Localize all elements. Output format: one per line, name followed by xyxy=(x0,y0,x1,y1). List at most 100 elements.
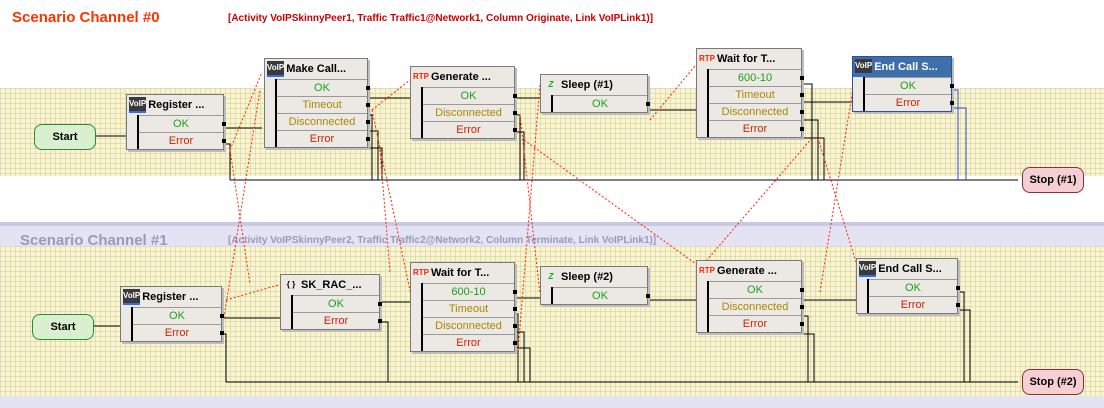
block-outputs: OK Disconnected Error xyxy=(707,281,804,332)
block-title: Make Call... xyxy=(286,63,347,75)
output-disconnected[interactable]: Disconnected xyxy=(277,113,370,130)
output-timeout[interactable]: Timeout xyxy=(709,86,804,103)
output-error[interactable]: Error xyxy=(423,334,517,351)
stop-node-channel-1[interactable]: Stop (#2) xyxy=(1022,369,1084,395)
output-disconnected[interactable]: Disconnected xyxy=(423,317,517,334)
block-header: RTP Wait for T... xyxy=(411,263,514,283)
block-title: Wait for T... xyxy=(717,53,776,65)
block-make-call-ch0[interactable]: VoIP Make Call... OK Timeout Disconnecte… xyxy=(264,58,370,148)
block-end-call-ch0[interactable]: VoIP End Call S... OK Error xyxy=(852,56,954,112)
block-sleep-ch1[interactable]: Z Sleep (#2) OK xyxy=(540,266,650,305)
block-header: Z Sleep (#1) xyxy=(541,75,647,95)
output-error[interactable]: Error xyxy=(423,121,517,138)
output-600-10[interactable]: 600-10 xyxy=(423,283,517,300)
block-outputs: OK xyxy=(551,287,650,304)
block-title: Wait for T... xyxy=(431,267,490,279)
output-error[interactable]: Error xyxy=(709,315,804,332)
block-outputs: OK Error xyxy=(863,77,954,111)
output-error[interactable]: Error xyxy=(133,324,224,341)
block-header: RTP Generate ... xyxy=(697,261,801,281)
output-disconnected[interactable]: Disconnected xyxy=(709,298,804,315)
output-timeout[interactable]: Timeout xyxy=(423,300,517,317)
block-header: VoIP End Call S... xyxy=(853,57,951,77)
output-ok[interactable]: OK xyxy=(139,115,226,132)
channel-1-title: Scenario Channel #1 xyxy=(20,232,168,249)
block-outputs: OK Error xyxy=(291,295,382,329)
sleep-icon: Z xyxy=(548,80,554,89)
block-title: Sleep (#2) xyxy=(561,271,613,283)
voip-icon: VoIP xyxy=(267,61,285,77)
block-title: Register ... xyxy=(142,291,199,303)
block-title: End Call S... xyxy=(874,61,938,73)
block-generate-ch1[interactable]: RTP Generate ... OK Disconnected Error xyxy=(696,260,804,333)
voip-icon: VoIP xyxy=(123,289,141,305)
block-outputs: 600-10 Timeout Disconnected Error xyxy=(707,69,804,137)
block-outputs: OK Timeout Disconnected Error xyxy=(275,79,370,147)
block-end-call-ch1[interactable]: VoIP End Call S... OK Error xyxy=(856,258,960,314)
output-600-10[interactable]: 600-10 xyxy=(709,69,804,86)
block-title: Generate ... xyxy=(431,71,491,83)
block-title: Register ... xyxy=(148,99,205,111)
block-sk-rac-ch1[interactable]: { } SK_RAC_... OK Error xyxy=(280,274,382,330)
block-outputs: 600-10 Timeout Disconnected Error xyxy=(421,283,517,351)
block-title: End Call S... xyxy=(878,263,942,275)
output-timeout[interactable]: Timeout xyxy=(277,96,370,113)
block-outputs: OK Error xyxy=(867,279,960,313)
channel-1-info: [Activity VoIPSkinnyPeer2, Traffic Traff… xyxy=(228,235,657,246)
output-disconnected[interactable]: Disconnected xyxy=(709,103,804,120)
stop-node-channel-0[interactable]: Stop (#1) xyxy=(1022,167,1084,193)
output-error[interactable]: Error xyxy=(293,312,382,329)
block-header: VoIP End Call S... xyxy=(857,259,957,279)
script-icon: { } xyxy=(286,280,296,289)
sleep-icon: Z xyxy=(548,272,554,281)
output-ok[interactable]: OK xyxy=(869,279,960,296)
output-error[interactable]: Error xyxy=(869,296,960,313)
output-disconnected[interactable]: Disconnected xyxy=(423,104,517,121)
rtp-icon: RTP xyxy=(413,72,429,81)
output-error[interactable]: Error xyxy=(277,130,370,147)
block-header: VoIP Make Call... xyxy=(265,59,367,79)
voip-icon: VoIP xyxy=(129,97,147,113)
block-header: Z Sleep (#2) xyxy=(541,267,647,287)
output-error[interactable]: Error xyxy=(865,94,954,111)
rtp-icon: RTP xyxy=(699,54,715,63)
block-title: SK_RAC_... xyxy=(301,279,362,291)
block-register-ch0[interactable]: VoIP Register ... OK Error xyxy=(126,94,226,150)
output-ok[interactable]: OK xyxy=(553,95,650,112)
channel-divider xyxy=(0,222,1104,226)
block-register-ch1[interactable]: VoIP Register ... OK Error xyxy=(120,286,224,342)
output-error[interactable]: Error xyxy=(709,120,804,137)
rtp-icon: RTP xyxy=(413,268,429,277)
voip-icon: VoIP xyxy=(855,59,873,75)
block-header: RTP Generate ... xyxy=(411,67,514,87)
block-header: { } SK_RAC_... xyxy=(281,275,379,295)
block-header: RTP Wait for T... xyxy=(697,49,801,69)
output-ok[interactable]: OK xyxy=(277,79,370,96)
output-ok[interactable]: OK xyxy=(423,87,517,104)
channel-0-info: [Activity VoIPSkinnyPeer1, Traffic Traff… xyxy=(228,13,654,24)
block-header: VoIP Register ... xyxy=(127,95,223,115)
block-wait-for-ch0[interactable]: RTP Wait for T... 600-10 Timeout Disconn… xyxy=(696,48,804,138)
rtp-icon: RTP xyxy=(699,266,715,275)
start-node-channel-0[interactable]: Start xyxy=(34,124,96,150)
output-ok[interactable]: OK xyxy=(553,287,650,304)
channel-0-title: Scenario Channel #0 xyxy=(12,9,160,26)
block-outputs: OK Error xyxy=(131,307,224,341)
output-ok[interactable]: OK xyxy=(865,77,954,94)
block-title: Generate ... xyxy=(717,265,777,277)
block-outputs: OK xyxy=(551,95,650,112)
block-generate-ch0[interactable]: RTP Generate ... OK Disconnected Error xyxy=(410,66,517,139)
block-wait-for-ch1[interactable]: RTP Wait for T... 600-10 Timeout Disconn… xyxy=(410,262,517,352)
output-error[interactable]: Error xyxy=(139,132,226,149)
block-outputs: OK Disconnected Error xyxy=(421,87,517,138)
voip-icon: VoIP xyxy=(859,261,877,277)
block-header: VoIP Register ... xyxy=(121,287,221,307)
block-sleep-ch0[interactable]: Z Sleep (#1) OK xyxy=(540,74,650,113)
start-node-channel-1[interactable]: Start xyxy=(32,314,94,340)
output-ok[interactable]: OK xyxy=(133,307,224,324)
block-outputs: OK Error xyxy=(137,115,226,149)
output-ok[interactable]: OK xyxy=(709,281,804,298)
block-title: Sleep (#1) xyxy=(561,79,613,91)
output-ok[interactable]: OK xyxy=(293,295,382,312)
